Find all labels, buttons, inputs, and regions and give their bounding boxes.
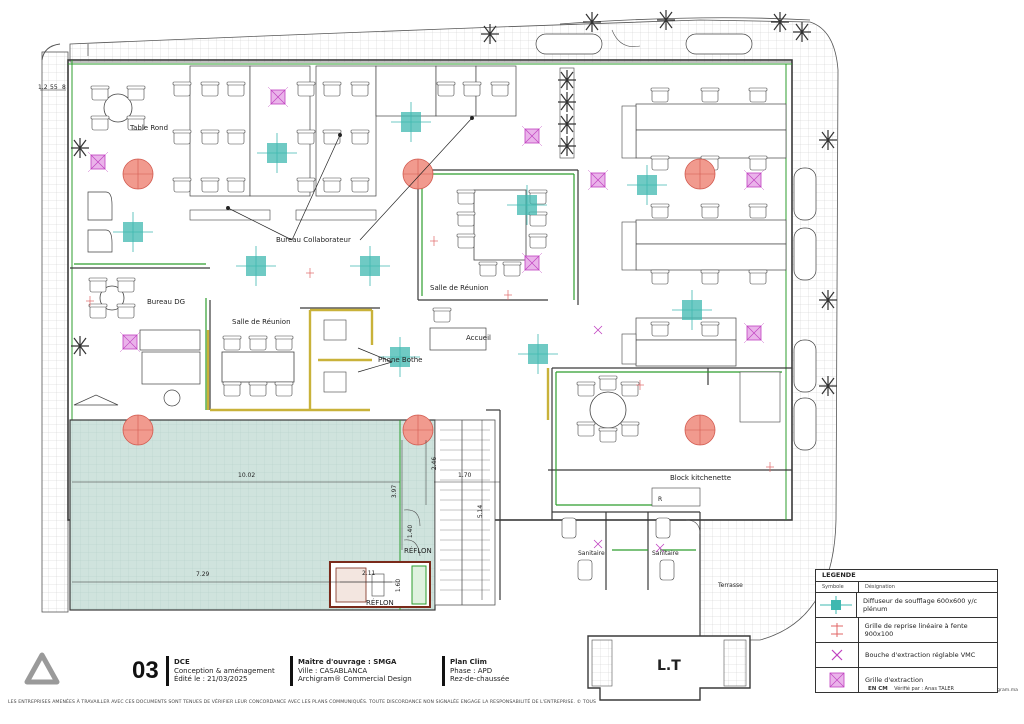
title-phase-block: DCE Conception & aménagement Édité le : … [174, 658, 275, 684]
svg-text:RÉFLON: RÉFLON [366, 598, 394, 607]
phase-code: DCE [174, 658, 190, 666]
vmc-extract-icon [816, 643, 859, 667]
title-divider-3 [442, 656, 445, 686]
dim-3-97: 3.97 [391, 484, 399, 499]
legend-text-linear-grille: Grille de reprise linéaire à fente 900x1… [864, 622, 968, 638]
extract-grille-icon [816, 668, 859, 692]
sheet-number: 03 [132, 657, 159, 684]
archigram-logo-icon [24, 652, 60, 685]
dim-top-left-3: 8 [62, 84, 66, 91]
legend-row-linear-grille: Grille de reprise linéaire à fente 900x1… [816, 618, 997, 643]
legend-panel: LEGENDE Symbole Désignation Diffuseur de… [815, 569, 998, 693]
plan-level: Rez-de-chaussée [450, 675, 510, 683]
legend-col-symbol: Symbole [816, 582, 859, 592]
legend-columns: Symbole Désignation [816, 582, 997, 593]
room-label-accueil: Accueil [466, 334, 491, 342]
dim-10-02: 10.02 [238, 472, 256, 479]
room-label-r: R [658, 496, 663, 503]
plan-title: Plan Clim [450, 658, 487, 666]
legend-text-extract-grille: Grille d'extraction [865, 676, 924, 684]
legend-header: LEGENDE [816, 570, 997, 582]
dim-2-11: 2.11 [362, 570, 376, 577]
legend-text-diffuser: Diffuseur de soufflage 600x600 y/c plénu… [863, 597, 978, 613]
phase-line2: Édité le : 21/03/2025 [174, 675, 248, 683]
legend-row-vmc: Bouche d'extraction réglable VMC [816, 643, 997, 668]
room-label-kitchenette: Block kitchenette [670, 474, 732, 482]
phase-line1: Conception & aménagement [174, 666, 275, 675]
legend-footer: EN CM Vérifié par : Anas TALER [868, 686, 954, 692]
title-plan-block: Plan Clim Phase : APD Rez-de-chaussée [450, 658, 509, 684]
legend-col-designation: Désignation [865, 584, 895, 590]
plan-phase: Phase : APD [450, 666, 493, 675]
dim-1-70: 1.70 [458, 472, 472, 479]
legend-row-diffuser: Diffuseur de soufflage 600x600 y/c plénu… [816, 593, 997, 618]
room-label-bureau-dg: Bureau DG [147, 298, 186, 306]
legend-text-vmc: Bouche d'extraction réglable VMC [865, 651, 976, 659]
room-label-salle-reunion-center: Salle de Réunion [430, 284, 489, 292]
room-label-terrasse: Terrasse [718, 582, 743, 589]
room-label-sanitaire-1: Sanitaire [578, 550, 605, 557]
legend-unit: EN CM [868, 686, 888, 692]
title-divider-2 [290, 656, 293, 686]
dim-top-left-1: 1.2 [38, 84, 48, 91]
room-label-table-rond: Table Rond [130, 124, 169, 132]
room-label-sanitaire-2: Sanitaire [652, 550, 679, 557]
room-label-phone-booth: Phone Bothe [378, 356, 423, 364]
room-label-salle-reunion-west: Salle de Réunion [232, 318, 291, 326]
legend-row-extract-grille: Grille d'extraction [816, 668, 997, 692]
dim-1-60: 1.60 [395, 578, 403, 593]
supply-diffuser-icon [816, 593, 857, 617]
dim-1-40: 1.40 [407, 524, 415, 539]
owner-title: Maître d'ouvrage : SMGA [298, 658, 397, 666]
legend-checked-by: Vérifié par : Anas TALER [894, 686, 955, 692]
owner-city: Ville : CASABLANCA [298, 666, 368, 675]
disclaimer-text: LES ENTREPRISES AMENÉES À TRAVAILLER AVE… [8, 700, 597, 705]
room-label-bureau-collaborateur: Bureau Collaborateur [276, 236, 351, 244]
title-owner-block: Maître d'ouvrage : SMGA Ville : CASABLAN… [298, 658, 412, 684]
room-label-lt: L.T [657, 658, 681, 674]
dim-7-29: 7.29 [196, 571, 210, 578]
linear-return-grille-icon [816, 618, 859, 642]
title-divider-1 [166, 656, 169, 686]
dim-5-14: 5.14 [477, 504, 485, 519]
dim-top-left-2: 55 [50, 84, 58, 91]
svg-text:RÉFLON: RÉFLON [404, 546, 432, 555]
dim-2-46: 2.46 [431, 456, 439, 471]
owner-firm: Archigram® Commercial Design [298, 675, 412, 683]
